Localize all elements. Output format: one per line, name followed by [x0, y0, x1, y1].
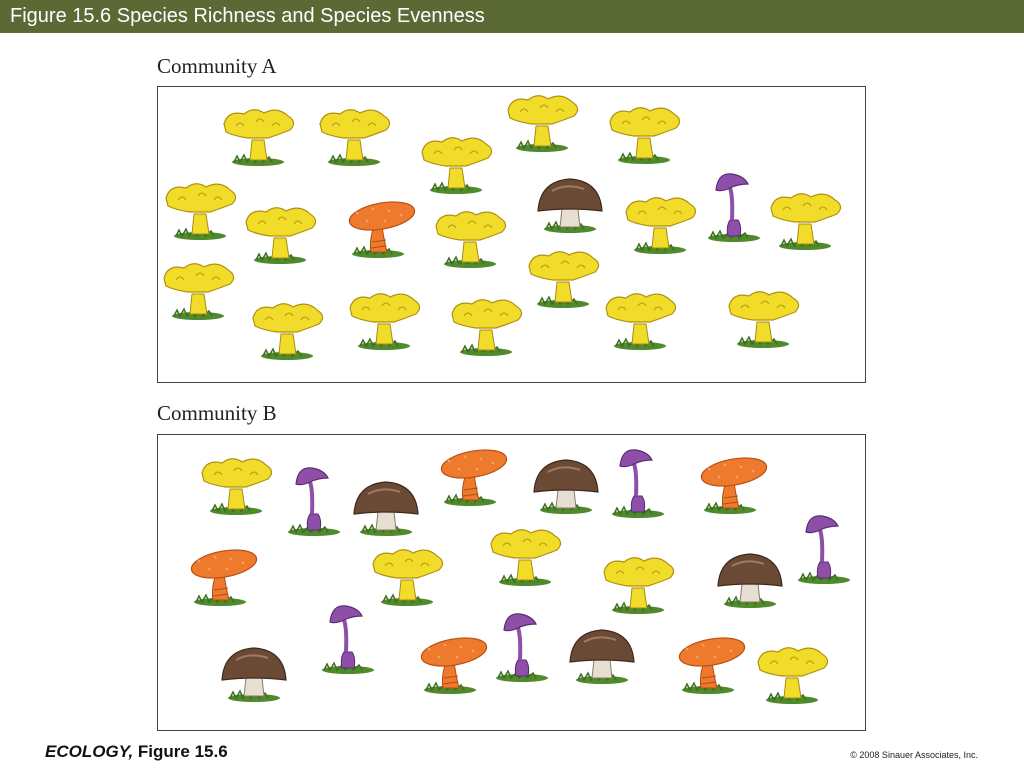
figure-title: Figure 15.6 Species Richness and Species… — [10, 5, 485, 27]
brown-cap-mushroom-icon — [533, 459, 599, 514]
yellow-chanterelle-icon — [770, 193, 842, 250]
yellow-chanterelle-icon — [421, 137, 493, 194]
yellow-chanterelle-icon — [252, 303, 324, 360]
yellow-chanterelle-icon — [223, 109, 295, 166]
yellow-chanterelle-icon — [201, 458, 273, 515]
footer-source: ECOLOGY, Figure 15.6 — [45, 742, 228, 762]
orange-cap-mushroom-icon — [348, 201, 416, 258]
yellow-chanterelle-icon — [490, 529, 562, 586]
purple-slender-mushroom-icon — [612, 449, 664, 518]
yellow-chanterelle-icon — [245, 207, 317, 264]
yellow-chanterelle-icon — [528, 251, 600, 308]
footer-book: ECOLOGY, — [45, 742, 134, 761]
brown-cap-mushroom-icon — [537, 178, 603, 233]
brown-cap-mushroom-icon — [569, 629, 635, 684]
footer-figure: Figure 15.6 — [133, 742, 228, 761]
brown-cap-mushroom-icon — [221, 647, 287, 702]
purple-slender-mushroom-icon — [288, 467, 340, 536]
yellow-chanterelle-icon — [625, 197, 697, 254]
yellow-chanterelle-icon — [435, 211, 507, 268]
yellow-chanterelle-icon — [319, 109, 391, 166]
orange-cap-mushroom-icon — [678, 637, 746, 694]
orange-cap-mushroom-icon — [440, 449, 508, 506]
yellow-chanterelle-icon — [605, 293, 677, 350]
orange-cap-mushroom-icon — [190, 549, 258, 606]
orange-cap-mushroom-icon — [700, 457, 768, 514]
yellow-chanterelle-icon — [757, 647, 829, 704]
community-b-label: Community B — [157, 401, 277, 425]
brown-cap-mushroom-icon — [353, 481, 419, 536]
yellow-chanterelle-icon — [609, 107, 681, 164]
yellow-chanterelle-icon — [349, 293, 421, 350]
yellow-chanterelle-icon — [372, 549, 444, 606]
yellow-chanterelle-icon — [165, 183, 237, 240]
footer-copyright: © 2008 Sinauer Associates, Inc. — [850, 750, 978, 760]
purple-slender-mushroom-icon — [496, 613, 548, 682]
yellow-chanterelle-icon — [163, 263, 235, 320]
purple-slender-mushroom-icon — [798, 515, 850, 584]
yellow-chanterelle-icon — [507, 95, 579, 152]
brown-cap-mushroom-icon — [717, 553, 783, 608]
yellow-chanterelle-icon — [451, 299, 523, 356]
purple-slender-mushroom-icon — [322, 605, 374, 674]
community-a-label: Community A — [157, 54, 277, 78]
yellow-chanterelle-icon — [728, 291, 800, 348]
purple-slender-mushroom-icon — [708, 173, 760, 242]
yellow-chanterelle-icon — [603, 557, 675, 614]
orange-cap-mushroom-icon — [420, 637, 488, 694]
title-bar: Figure 15.6 Species Richness and Species… — [0, 0, 1024, 33]
